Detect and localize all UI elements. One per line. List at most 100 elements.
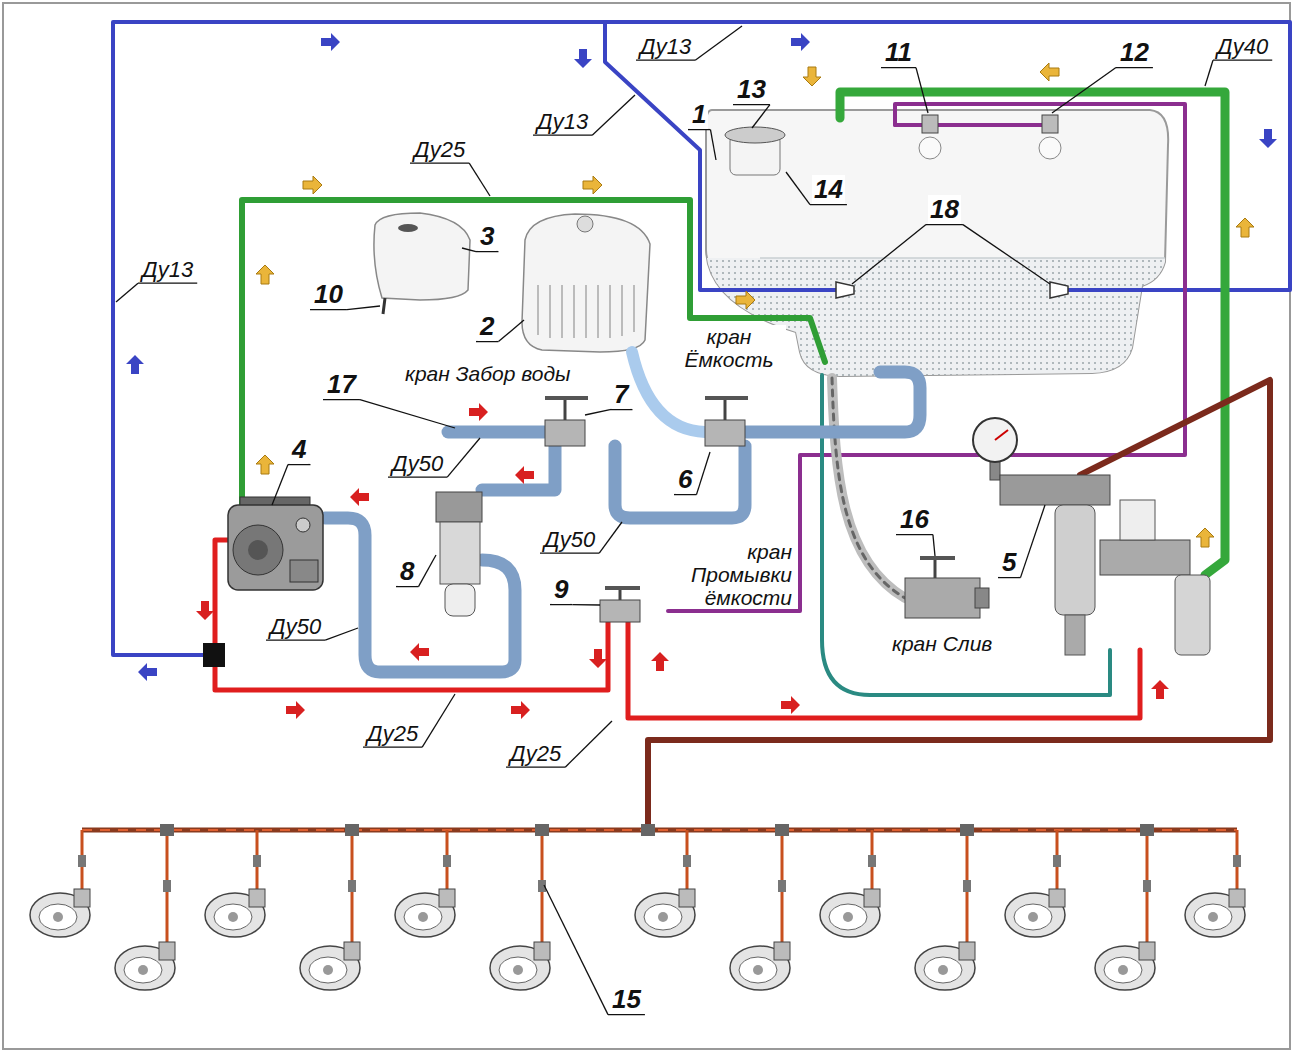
valve xyxy=(564,398,567,420)
leader-line xyxy=(476,341,498,342)
purple-pipe xyxy=(668,104,1185,611)
suction-pipe xyxy=(615,446,745,518)
spray-nozzle xyxy=(30,889,1245,990)
mixer-nozzle xyxy=(836,282,854,298)
leader-line xyxy=(610,409,632,410)
spray-nozzle xyxy=(1095,942,1155,990)
leader-line xyxy=(1052,68,1116,113)
pipe-size-label: Ду50 xyxy=(542,528,597,552)
spray-nozzle xyxy=(30,889,90,937)
pump xyxy=(290,560,318,582)
leader-line xyxy=(998,577,1020,578)
leader-line xyxy=(360,400,455,428)
valve-label: кран Промывки ёмкости xyxy=(680,540,794,609)
leader-line xyxy=(323,399,360,400)
spray-nozzle xyxy=(395,889,455,937)
flow-arrow xyxy=(1196,528,1214,547)
purple-pipe xyxy=(895,123,1050,127)
boom xyxy=(82,829,1237,831)
suction-filter xyxy=(445,584,475,616)
lid xyxy=(725,127,785,143)
lid xyxy=(725,127,785,175)
flow-arrow xyxy=(781,696,800,714)
clean-water-tank xyxy=(577,216,593,232)
drain-valve xyxy=(934,558,937,578)
leader-line xyxy=(272,465,288,505)
leader-line xyxy=(1020,505,1045,578)
suction-pipe xyxy=(325,372,920,672)
spray-nozzle xyxy=(820,889,880,937)
leader-line xyxy=(963,225,1050,284)
leader-line xyxy=(533,135,592,136)
suction-pipe xyxy=(325,518,515,672)
pressure-regulator xyxy=(1055,505,1095,615)
suction-filter xyxy=(436,492,482,616)
leader-line xyxy=(810,204,847,205)
mixer-nozzle xyxy=(1050,282,1068,298)
clean-water-tank xyxy=(538,285,634,338)
valve xyxy=(600,600,640,622)
pipe-size-label: Ду25 xyxy=(508,742,563,766)
suction-filter xyxy=(436,492,482,522)
leader-line xyxy=(388,477,447,478)
pressure-regulator xyxy=(973,418,1210,655)
flow-arrow xyxy=(138,663,157,681)
flow-arrow xyxy=(803,67,821,86)
pressure-regulator xyxy=(1175,575,1210,655)
callout-number: 10 xyxy=(312,280,345,309)
drain-valve xyxy=(920,556,955,560)
flow-arrow xyxy=(583,176,602,194)
leader-line xyxy=(310,309,347,310)
leader-line xyxy=(544,885,608,1015)
hand-wash-tank xyxy=(383,298,385,314)
flow-arrow xyxy=(791,33,810,51)
pump xyxy=(233,525,283,575)
leader-line xyxy=(347,306,380,310)
suction-pipe xyxy=(745,372,920,432)
pump xyxy=(296,518,310,532)
spray-nozzle xyxy=(205,889,265,937)
callout-number: 3 xyxy=(478,222,496,251)
rinse-nozzle xyxy=(1042,115,1058,133)
leader-line xyxy=(506,767,565,768)
leader-line xyxy=(396,586,418,587)
callout-number: 9 xyxy=(552,575,570,604)
flow-arrow xyxy=(350,488,369,506)
pipe-size-label: Ду13 xyxy=(535,110,590,134)
green-pipe xyxy=(840,92,1225,575)
leader-line xyxy=(418,555,436,587)
leader-line xyxy=(410,163,469,164)
valve xyxy=(545,398,588,446)
valve-label: кран Слив xyxy=(890,632,994,655)
callout-number: 16 xyxy=(898,505,931,534)
hand-wash-tank xyxy=(374,213,470,314)
rinse-nozzle xyxy=(919,137,941,159)
leader-line xyxy=(1213,60,1272,61)
boom xyxy=(78,824,1241,946)
callout-number: 6 xyxy=(676,465,694,494)
spray-nozzle xyxy=(915,942,975,990)
leader-line xyxy=(608,1014,645,1015)
callout-number: 18 xyxy=(928,195,961,224)
pressure-regulator xyxy=(1120,500,1155,540)
flow-arrow xyxy=(321,33,340,51)
leader-line xyxy=(462,248,476,252)
rinse-nozzle xyxy=(922,115,938,133)
spray-nozzle xyxy=(635,889,695,937)
pressure-regulator xyxy=(1000,475,1110,505)
callout-number: 7 xyxy=(612,380,630,409)
leader-line xyxy=(1116,67,1153,68)
blue-pipe xyxy=(605,22,840,290)
spray-nozzle xyxy=(490,942,550,990)
spray-nozzle xyxy=(730,942,790,990)
pump xyxy=(248,540,268,560)
leader-line xyxy=(422,694,455,747)
leader-line xyxy=(933,535,935,556)
leader-line xyxy=(852,225,926,284)
leader-line xyxy=(288,464,310,465)
leader-line xyxy=(550,604,572,605)
flow-arrow xyxy=(126,355,144,374)
